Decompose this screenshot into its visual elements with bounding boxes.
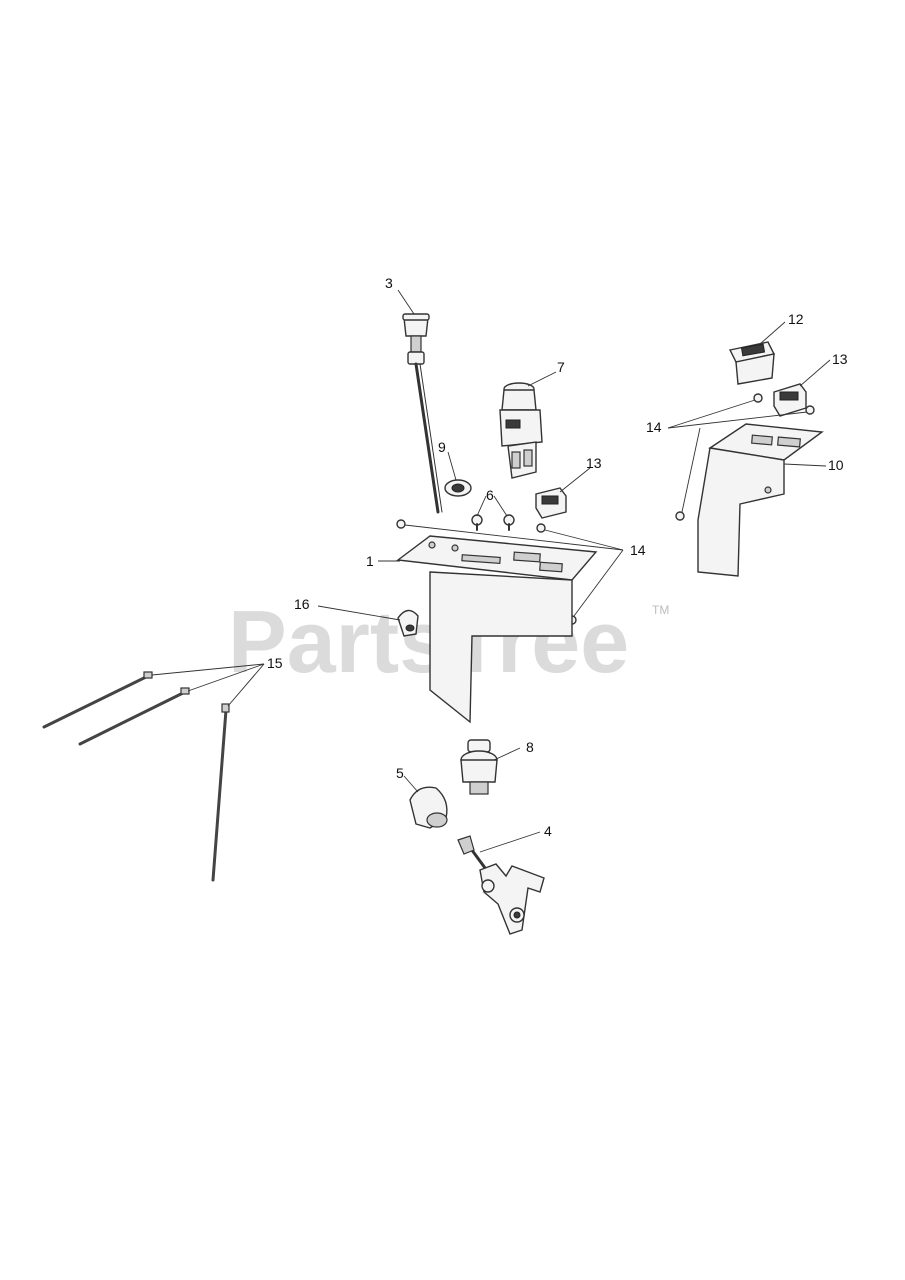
watermark-trademark: TM (652, 603, 669, 617)
callout-4: 4 (544, 823, 552, 839)
part-6-screws[interactable] (471, 514, 515, 531)
part-12-switch[interactable] (728, 341, 776, 385)
part-3-cable-knob[interactable] (402, 313, 443, 514)
callout-3: 3 (385, 275, 393, 291)
callout-13: 13 (832, 351, 848, 367)
callout-13: 13 (586, 455, 602, 471)
part-14-screws-right[interactable] (675, 393, 815, 521)
part-1-dash-panel[interactable] (396, 535, 598, 724)
callout-7: 7 (557, 359, 565, 375)
callout-1: 1 (366, 553, 374, 569)
part-4-throttle-lever[interactable] (457, 835, 545, 935)
callout-15: 15 (267, 655, 283, 671)
callout-10: 10 (828, 457, 844, 473)
part-8-light-switch[interactable] (460, 739, 498, 795)
part-15-cable-ties[interactable] (42, 671, 230, 882)
part-16-cable-clamp[interactable] (397, 609, 419, 637)
part-13-switch-right[interactable] (773, 383, 807, 417)
part-9-bushing[interactable] (444, 479, 472, 497)
callout-16: 16 (294, 596, 310, 612)
part-5-knob[interactable] (409, 786, 448, 829)
leader-lines (151, 289, 831, 853)
part-10-bracket[interactable] (697, 423, 824, 577)
part-7-ignition-switch[interactable] (499, 382, 543, 479)
part-13-switch-center[interactable] (535, 487, 567, 519)
callout-12: 12 (788, 311, 804, 327)
callout-14: 14 (646, 419, 662, 435)
callout-14: 14 (630, 542, 646, 558)
callouts: 3 7 9 13 6 14 1 16 15 8 5 4 12 13 14 10 (267, 275, 848, 839)
callout-8: 8 (526, 739, 534, 755)
callout-9: 9 (438, 439, 446, 455)
callout-5: 5 (396, 765, 404, 781)
callout-6: 6 (486, 487, 494, 503)
